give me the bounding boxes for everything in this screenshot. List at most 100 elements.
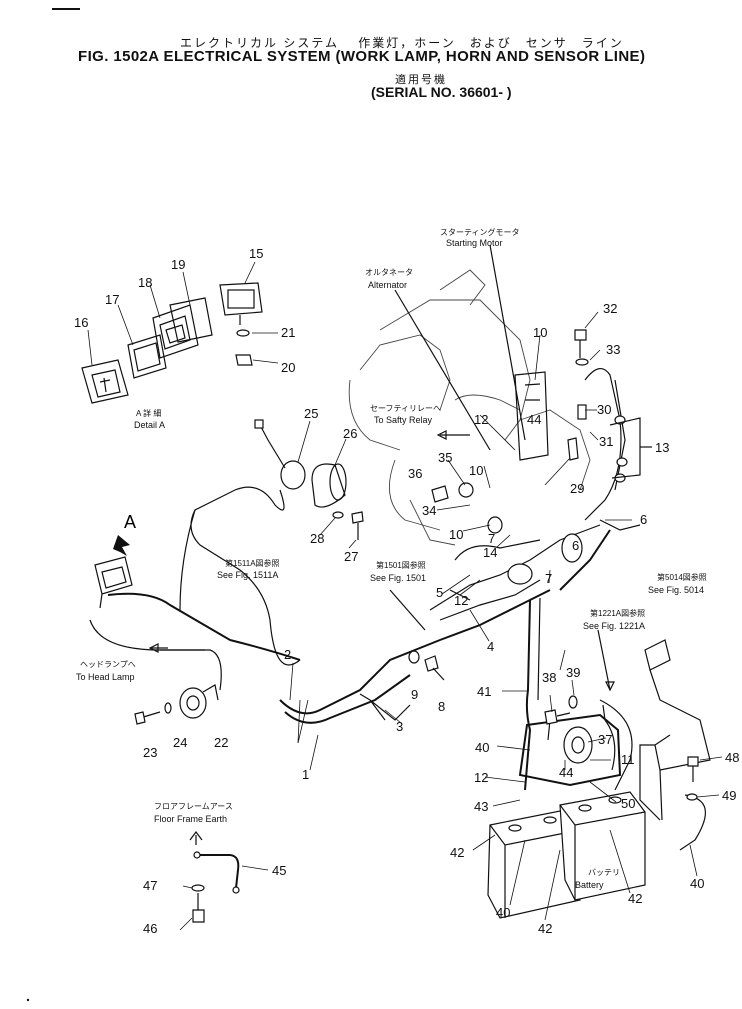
corner-mark [52, 8, 80, 10]
part-number-50: 50 [621, 796, 635, 811]
head-lamp-jp: ヘッドランプへ [80, 660, 136, 669]
part-number-16: 16 [74, 315, 88, 330]
bolt-46 [192, 893, 205, 923]
bolt-8 [424, 655, 445, 681]
part-number-12-lower: 12 [454, 593, 468, 608]
part-number-17: 17 [105, 292, 119, 307]
part-number-43: 43 [474, 799, 488, 814]
part-number-5: 5 [436, 585, 443, 600]
fig1511-label: See Fig. 1511A [217, 570, 278, 580]
part-number-13: 13 [655, 440, 669, 455]
part-number-48: 48 [725, 750, 739, 765]
part-number-19: 19 [171, 257, 185, 272]
sensor-29 [567, 437, 579, 461]
battery-label: Battery [575, 880, 604, 890]
part-number-25: 25 [304, 406, 318, 421]
sensor-30 [577, 404, 587, 420]
part-number-7-lower: 7 [545, 571, 552, 586]
part-number-23: 23 [143, 745, 157, 760]
work-lamp-a [94, 535, 133, 609]
fig1501-jp: 第1501図参照 [376, 560, 426, 570]
part-number-22: 22 [214, 735, 228, 750]
part-number-38: 38 [542, 670, 556, 685]
part-number-1: 1 [302, 767, 309, 782]
part-number-40-upper: 40 [475, 740, 489, 755]
fig5014-jp: 第5014図参照 [657, 572, 707, 582]
part-number-42-bottom: 42 [538, 921, 552, 936]
part-number-6-round: 6 [572, 538, 579, 553]
battery-jp: バッテリ [588, 868, 620, 877]
clip-13b [616, 457, 628, 467]
part-number-29: 29 [570, 481, 584, 496]
part-number-41: 41 [477, 684, 491, 699]
washer-39 [568, 695, 578, 709]
leader-lines [87, 261, 723, 931]
washer-28 [332, 511, 344, 519]
terminal-35 [458, 482, 474, 498]
part-number-3: 3 [396, 719, 403, 734]
fig1501-label: See Fig. 1501 [370, 573, 426, 583]
part-number-45: 45 [272, 863, 286, 878]
bracket-5014 [639, 639, 711, 821]
starting-motor-label: Starting Motor [446, 238, 503, 248]
part-number-10-middle: 10 [469, 463, 483, 478]
part-number-31: 31 [599, 434, 613, 449]
part-number-39: 39 [566, 665, 580, 680]
part-number-46: 46 [143, 921, 157, 936]
part-number-49: 49 [722, 788, 736, 803]
detail-a-label: Detail A [134, 420, 165, 430]
part-number-11: 11 [621, 752, 635, 767]
part-number-4: 4 [487, 639, 494, 654]
part-number-2: 2 [284, 647, 291, 662]
horn-bolt [134, 702, 172, 725]
reference-arrows [148, 244, 652, 721]
part-6-round [561, 533, 583, 563]
part-number-33: 33 [606, 342, 620, 357]
lamp-26 [311, 463, 347, 508]
part-number-34: 34 [422, 503, 436, 518]
bolt-38 [544, 709, 571, 725]
part-number-9: 9 [411, 687, 418, 702]
bolt-32 [574, 329, 587, 358]
part-number-10-upper: 10 [533, 325, 547, 340]
engine-outline [348, 269, 591, 546]
bolt-27 [351, 511, 364, 540]
part-number-47: 47 [143, 878, 157, 893]
battery-left [487, 809, 581, 919]
part-number-7-upper: 7 [488, 531, 495, 546]
part-number-24: 24 [173, 735, 187, 750]
relay-14 [507, 563, 533, 585]
washer-33 [575, 358, 589, 366]
alternator-jp: オルタネータ [365, 268, 413, 277]
starting-motor-bracket [514, 371, 549, 461]
arrow-icon [113, 535, 130, 556]
earth-cable [189, 831, 240, 894]
sensor-25 [254, 419, 306, 490]
detail-a-letter: A [124, 512, 136, 532]
safty-relay-label: To Safty Relay [374, 415, 433, 425]
part-number-32: 32 [603, 301, 617, 316]
title-japanese: エレクトリカル システム 作業灯，ホーン および センサ ライン [180, 36, 624, 50]
washer-9 [408, 650, 420, 664]
part-number-40-lower: 40 [496, 905, 510, 920]
part-number-15: 15 [249, 246, 263, 261]
part-number-40-right: 40 [690, 876, 704, 891]
terminal-34 [487, 516, 503, 534]
page-dot [26, 998, 30, 1002]
alternator-label: Alternator [368, 280, 407, 290]
part-number-30: 30 [597, 402, 611, 417]
part-number-44-lower: 44 [559, 765, 573, 780]
washer-47 [191, 884, 205, 892]
serial-japanese: 適用号機 [395, 74, 447, 86]
fig1221-jp: 第1221A図参照 [590, 608, 645, 618]
safty-relay-jp: セーフティリレーへ [370, 404, 441, 413]
part-number-36: 36 [408, 466, 422, 481]
part-number-42-left: 42 [450, 845, 464, 860]
fig1221-label: See Fig. 1221A [583, 621, 645, 631]
part-number-42-right: 42 [628, 891, 642, 906]
part-number-12-battery: 12 [474, 770, 488, 785]
part-number-10-lower: 10 [449, 527, 463, 542]
part-number-12-upper: 12 [474, 412, 488, 427]
part-number-6-right: 6 [640, 512, 647, 527]
horn [179, 684, 219, 719]
